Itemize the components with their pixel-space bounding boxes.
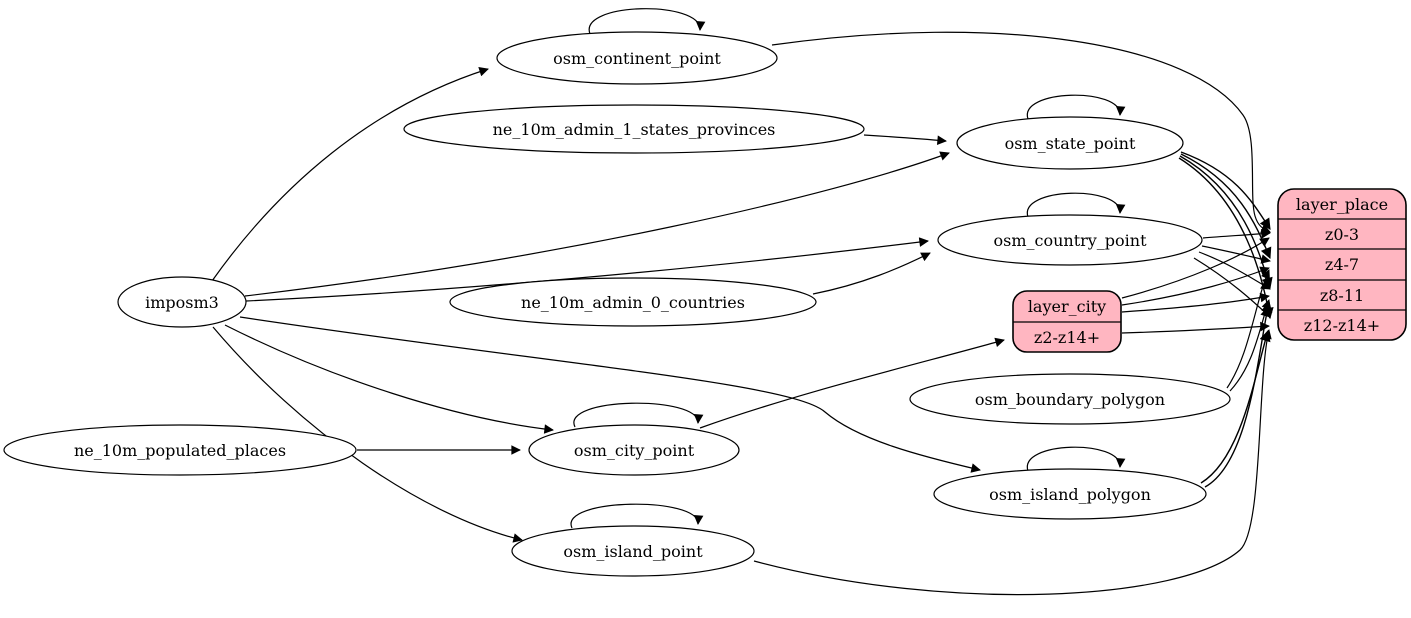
- edge-imposm3-osm_island_point: [212, 326, 523, 543]
- layer_place-row-z8_11: z8-11: [1320, 286, 1364, 305]
- layer_city-header: layer_city: [1028, 297, 1106, 316]
- edge-osm_island_polygon-self: [1027, 446, 1126, 472]
- ne_10m_populated_places-label: ne_10m_populated_places: [74, 441, 286, 460]
- ne_10m_admin_1_states_provinces-label: ne_10m_admin_1_states_provinces: [493, 120, 776, 139]
- osm_continent_point-label: osm_continent_point: [553, 49, 721, 68]
- edge-imposm3-osm_city_point: [224, 324, 554, 434]
- edge-osm_country_point-self: [1027, 192, 1126, 218]
- node-osm_state_point: osm_state_point: [956, 116, 1184, 170]
- edge-osm_island_polygon-layer_place_z12_z14: [1200, 329, 1271, 484]
- osm_boundary_polygon-label: osm_boundary_polygon: [975, 390, 1165, 409]
- node-ne_10m_populated_places: ne_10m_populated_places: [3, 424, 357, 476]
- edge-osm_island_point-self: [570, 503, 704, 529]
- ne_10m_admin_1_states_provinces-shape: [403, 104, 865, 154]
- layer_city-row-z2_z14: z2-z14+: [1034, 328, 1100, 347]
- ne_10m_admin_0_countries-label: ne_10m_admin_0_countries: [521, 293, 745, 312]
- edge-layer_city-layer_place_z0_3: [1121, 237, 1270, 299]
- edge-imposm3-osm_island_polygon: [239, 316, 981, 473]
- node-osm_continent_point: osm_continent_point: [496, 31, 778, 85]
- edge-ne_10m_admin_0_countries-osm_country_point: [812, 252, 931, 295]
- edge-osm_boundary_polygon-layer_place_z4_7: [1226, 269, 1270, 389]
- osm_continent_point-shape: [496, 31, 778, 85]
- node-osm_city_point: osm_city_point: [528, 424, 740, 476]
- osm_island_polygon-label: osm_island_polygon: [989, 485, 1151, 504]
- osm_island_polygon-shape: [933, 468, 1207, 520]
- edge-layer_city-layer_place_z12_z14: [1121, 321, 1270, 334]
- osm_city_point-shape: [528, 424, 740, 476]
- imposm3-label: imposm3: [145, 293, 219, 312]
- osm_state_point-label: osm_state_point: [1005, 134, 1136, 153]
- layer_place-row-z4_7: z4-7: [1325, 255, 1359, 274]
- osm_city_point-label: osm_city_point: [574, 441, 695, 460]
- edge-osm_state_point-layer_place_z0_3: [1180, 151, 1271, 230]
- osm_island_point-shape: [511, 525, 755, 577]
- layer_place-header: layer_place: [1296, 195, 1388, 214]
- node-osm_island_point: osm_island_point: [511, 525, 755, 577]
- record-layer_city: layer_city z2-z14+: [1012, 290, 1122, 353]
- edge-imposm3-osm_state_point: [244, 151, 950, 297]
- edge-layer_city-layer_place_z8_11: [1121, 292, 1270, 313]
- edge-osm_continent_point-self: [588, 8, 706, 35]
- edge-osm_country_point-layer_place_z0_3: [1202, 229, 1271, 239]
- layer_place-row-z0_3: z0-3: [1325, 225, 1359, 244]
- record-layer_place: layer_place z0-3 z4-7 z8-11 z12-z14+: [1277, 188, 1407, 341]
- node-imposm3: imposm3: [117, 276, 247, 328]
- edge-osm_state_point-layer_place_z4_7: [1180, 153, 1272, 260]
- edge-osm_country_point-layer_place_z8_11: [1198, 251, 1271, 290]
- edge-imposm3-osm_continent_point: [211, 67, 489, 282]
- ne_10m_populated_places-shape: [3, 424, 357, 476]
- layer_place-box: [1277, 188, 1407, 341]
- edge-osm_island_point-layer_place_z12_z14: [753, 329, 1272, 596]
- node-ne_10m_admin_0_countries: ne_10m_admin_0_countries: [449, 277, 817, 327]
- edge-osm_island_polygon-layer_place_z8_11: [1204, 300, 1273, 488]
- edge-layer_city-layer_place_z4_7: [1121, 266, 1270, 306]
- osm_state_point-shape: [956, 116, 1184, 170]
- edge-layer: [211, 8, 1274, 596]
- edge-osm_continent_point-layer_place_z0_3: [771, 31, 1271, 234]
- osm_island_point-label: osm_island_point: [563, 542, 703, 561]
- osm_country_point-shape: [937, 214, 1203, 266]
- edge-osm_state_point-self: [1027, 94, 1126, 120]
- edge-ne_10m_admin_1_states_provinces-osm_state_point: [863, 134, 947, 145]
- ne_10m_admin_0_countries-shape: [449, 277, 817, 327]
- layer_place-row-z12_z14: z12-z14+: [1304, 316, 1380, 335]
- node-ne_10m_admin_1_states_provinces: ne_10m_admin_1_states_provinces: [403, 104, 865, 154]
- edge-osm_city_point-self: [573, 402, 704, 428]
- osm_country_point-label: osm_country_point: [993, 231, 1147, 250]
- edge-osm_country_point-layer_place_z4_7: [1201, 245, 1271, 264]
- edge-osm_city_point-layer_city: [699, 337, 1005, 429]
- node-osm_country_point: osm_country_point: [937, 214, 1203, 266]
- osm_boundary_polygon-shape: [909, 373, 1231, 425]
- node-osm_island_polygon: osm_island_polygon: [933, 468, 1207, 520]
- edge-imposm3-osm_country_point: [245, 237, 929, 302]
- imposm3-shape: [117, 276, 247, 328]
- node-osm_boundary_polygon: osm_boundary_polygon: [909, 373, 1231, 425]
